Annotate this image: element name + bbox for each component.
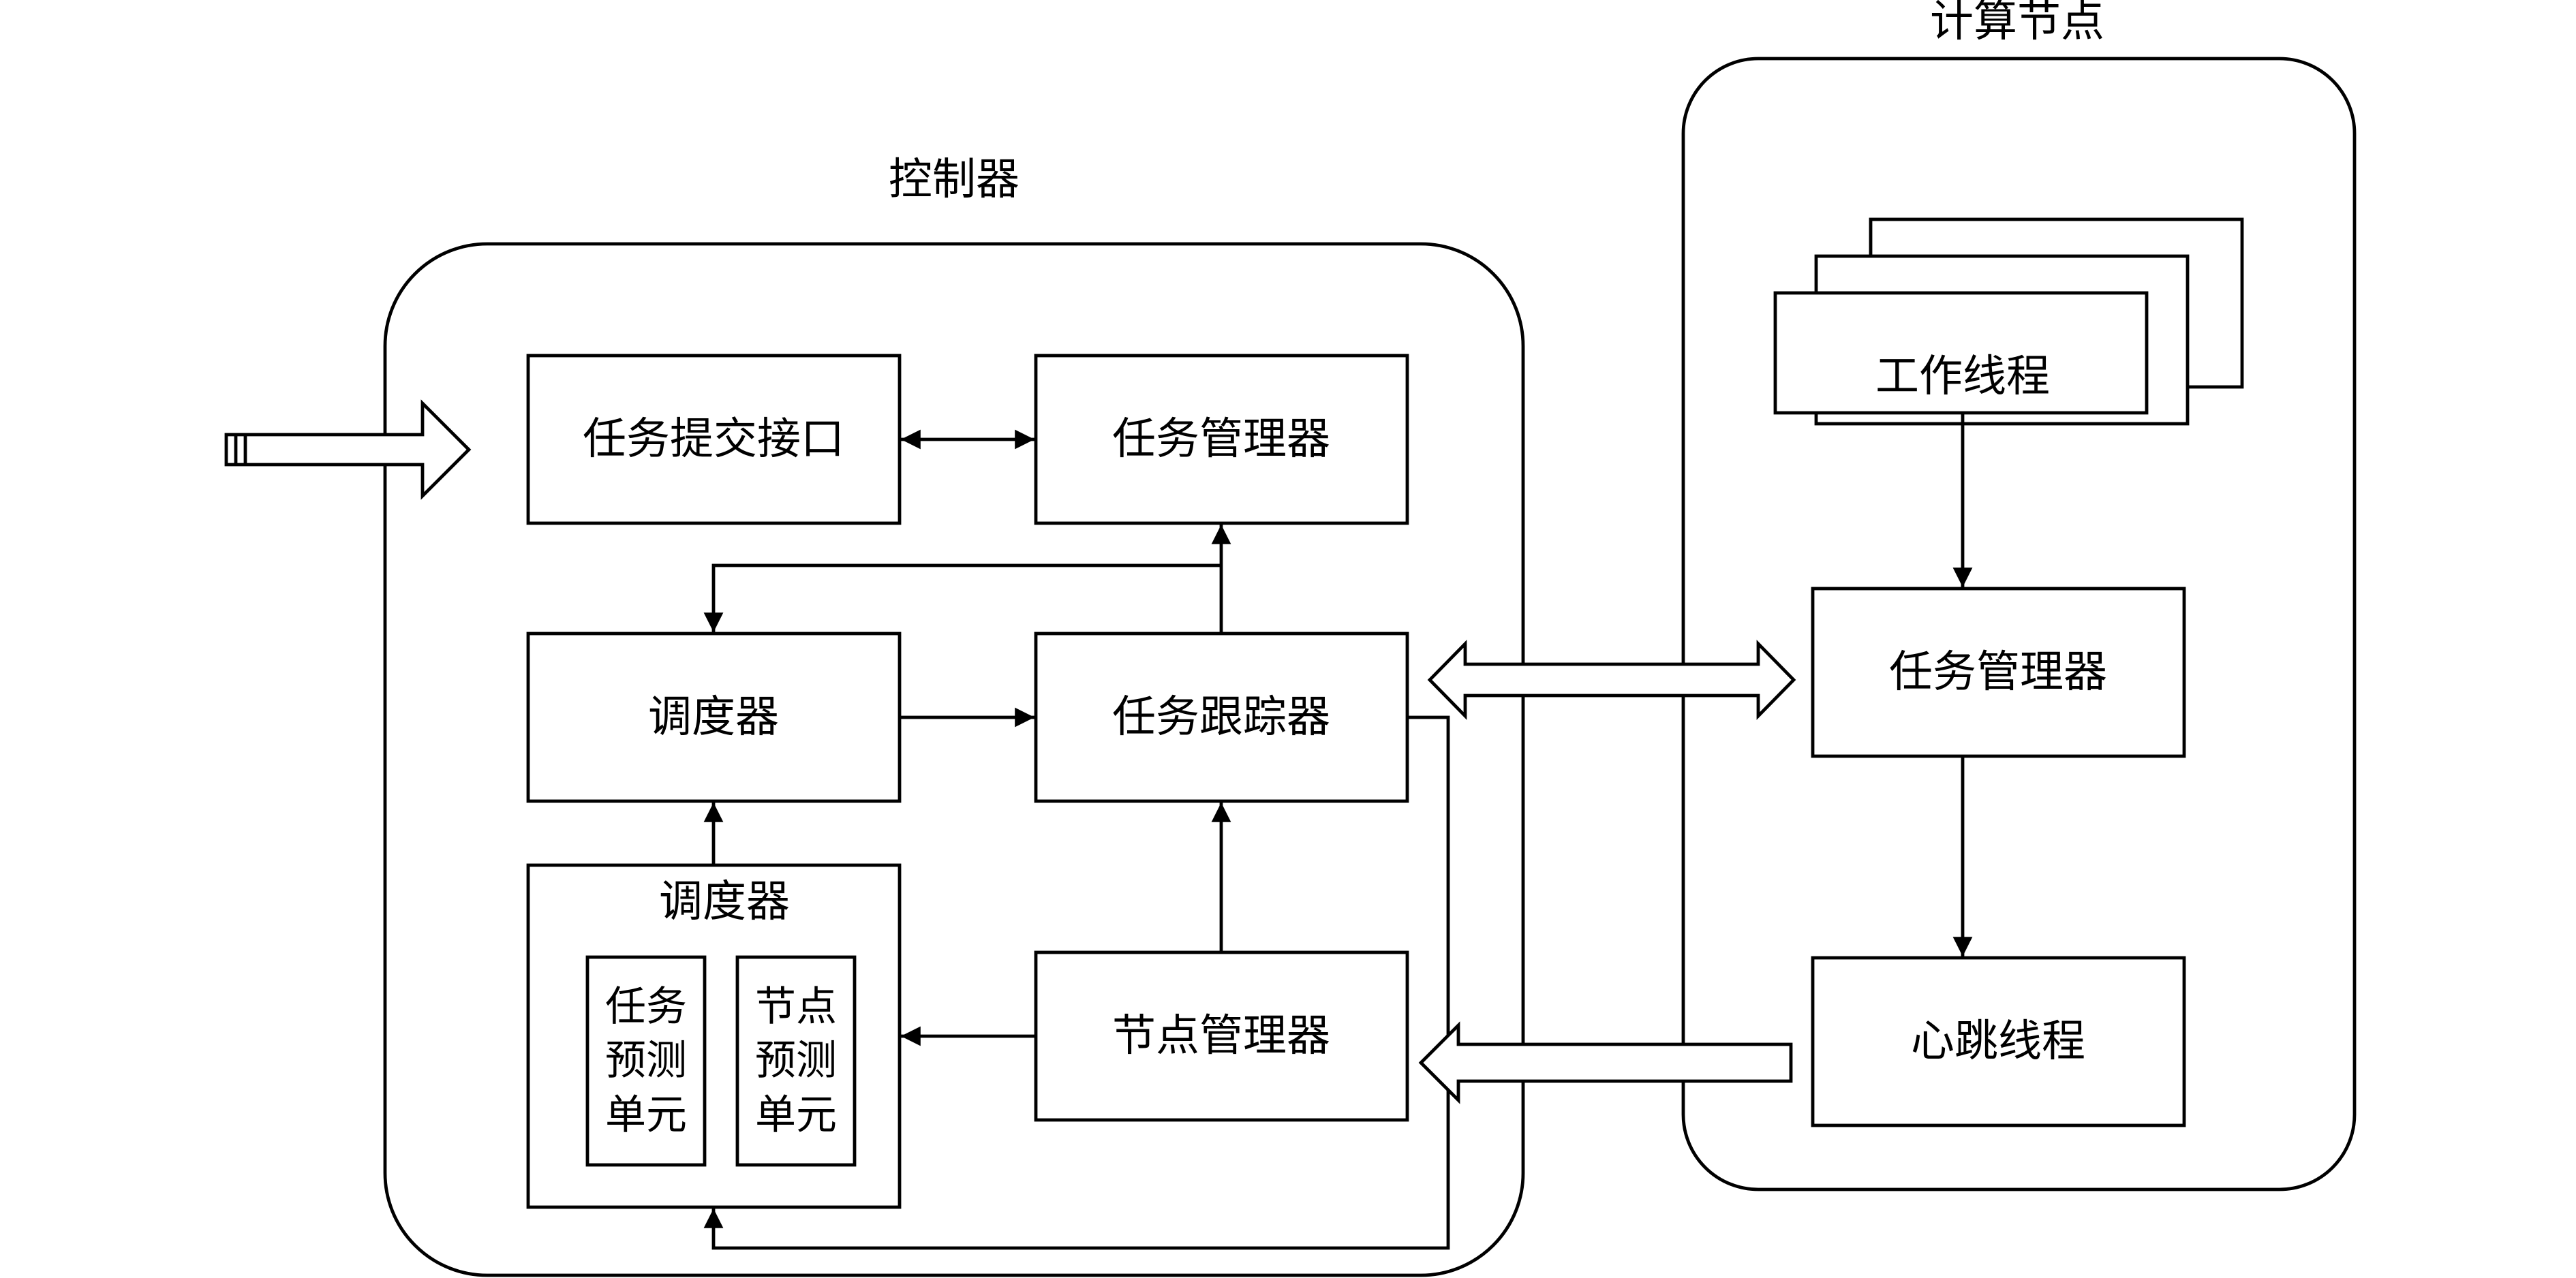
task-prediction-unit-line1: 任务: [605, 983, 687, 1031]
task-submit-interface-box: [526, 354, 902, 525]
node-prediction-unit-line3: 单元: [755, 1091, 837, 1139]
task-tracker-label: 任务跟踪器: [1112, 692, 1330, 743]
task-tracker-box: [1034, 632, 1409, 803]
worker-thread-box-front: [1773, 291, 2149, 415]
compute-node-title: 计算节点: [1930, 0, 2104, 47]
task-prediction-unit-line2: 预测: [605, 1037, 687, 1085]
node-prediction-unit-line1: 节点: [755, 983, 837, 1031]
controller-task-manager-label: 任务管理器: [1112, 414, 1330, 465]
node-task-manager-label: 任务管理器: [1889, 647, 2107, 698]
node-manager-label: 节点管理器: [1112, 1011, 1330, 1061]
tracker-feedback-to-predictor-arrow: [703, 715, 1450, 1250]
worker-thread-label: 工作线程: [1875, 352, 2050, 402]
task-prediction-unit-line3: 单元: [605, 1091, 687, 1139]
controller-title: 控制器: [889, 155, 1019, 205]
heartbeat-thread-box: [1811, 956, 2186, 1127]
predictor-group-title: 调度器: [659, 877, 790, 927]
input-big-arrow: [224, 399, 472, 500]
tracker-node-bidirectional-big-arrow: [1427, 640, 1796, 720]
node-prediction-unit-box: [735, 955, 857, 1167]
controller-task-manager-box: [1034, 354, 1409, 525]
heartbeat-to-node-manager-big-arrow: [1418, 1021, 1793, 1104]
node-prediction-unit-line2: 预测: [755, 1037, 837, 1085]
node-manager-box: [1034, 950, 1409, 1122]
node-task-manager-box: [1811, 587, 2186, 758]
tracker-to-scheduler-arrow: [703, 563, 1221, 632]
task-prediction-unit-box: [585, 955, 707, 1167]
heartbeat-thread-label: 心跳线程: [1911, 1016, 2085, 1067]
scheduler-box: [526, 632, 902, 803]
scheduler-label: 调度器: [648, 692, 779, 743]
task-submit-interface-label: 任务提交接口: [583, 414, 844, 465]
